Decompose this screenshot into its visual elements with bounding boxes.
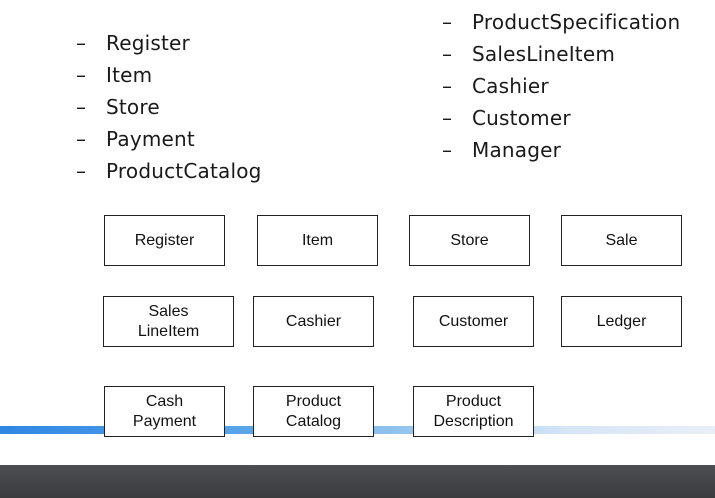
bullet-dash-icon: – [442,138,453,162]
class-box-cashier: Cashier [253,296,374,347]
bullet-dash-icon: – [76,127,87,151]
list-item: –ProductSpecification [442,6,680,38]
list-item: –SalesLineItem [442,38,680,70]
class-box-product-description: Product Description [413,386,534,437]
class-box-store: Store [409,215,530,266]
class-box-product-catalog: Product Catalog [253,386,374,437]
list-item-label: SalesLineItem [472,42,616,66]
bullet-dash-icon: – [442,106,453,130]
bullet-dash-icon: – [442,74,453,98]
list-item-label: ProductSpecification [472,10,681,34]
bullet-dash-icon: – [76,95,87,119]
class-box-customer: Customer [413,296,534,347]
list-item-label: Customer [472,106,571,130]
list-item-label: ProductCatalog [106,159,262,183]
list-item-label: Store [106,95,160,119]
bullet-dash-icon: – [76,159,87,183]
class-box-item: Item [257,215,378,266]
list-item: –Cashier [442,70,680,102]
list-item: –Register [76,27,262,59]
concept-list-left: –Register –Item –Store –Payment –Product… [76,27,262,187]
concept-list-right: –ProductSpecification –SalesLineItem –Ca… [442,6,680,166]
list-item: –Store [76,91,262,123]
bullet-dash-icon: – [442,10,453,34]
bullet-dash-icon: – [76,63,87,87]
footer-bar [0,465,715,498]
class-box-sale: Sale [561,215,682,266]
list-item: –ProductCatalog [76,155,262,187]
bullet-dash-icon: – [442,42,453,66]
class-box-ledger: Ledger [561,296,682,347]
list-item-label: Cashier [472,74,549,98]
list-item-label: Register [106,31,190,55]
class-box-sales-lineitem: Sales LineItem [103,296,234,347]
list-item: –Payment [76,123,262,155]
class-box-register: Register [104,215,225,266]
list-item-label: Item [106,63,153,87]
class-box-cash-payment: Cash Payment [104,386,225,437]
list-item: –Item [76,59,262,91]
list-item: –Customer [442,102,680,134]
list-item-label: Payment [106,127,195,151]
list-item: –Manager [442,134,680,166]
list-item-label: Manager [472,138,562,162]
bullet-dash-icon: – [76,31,87,55]
